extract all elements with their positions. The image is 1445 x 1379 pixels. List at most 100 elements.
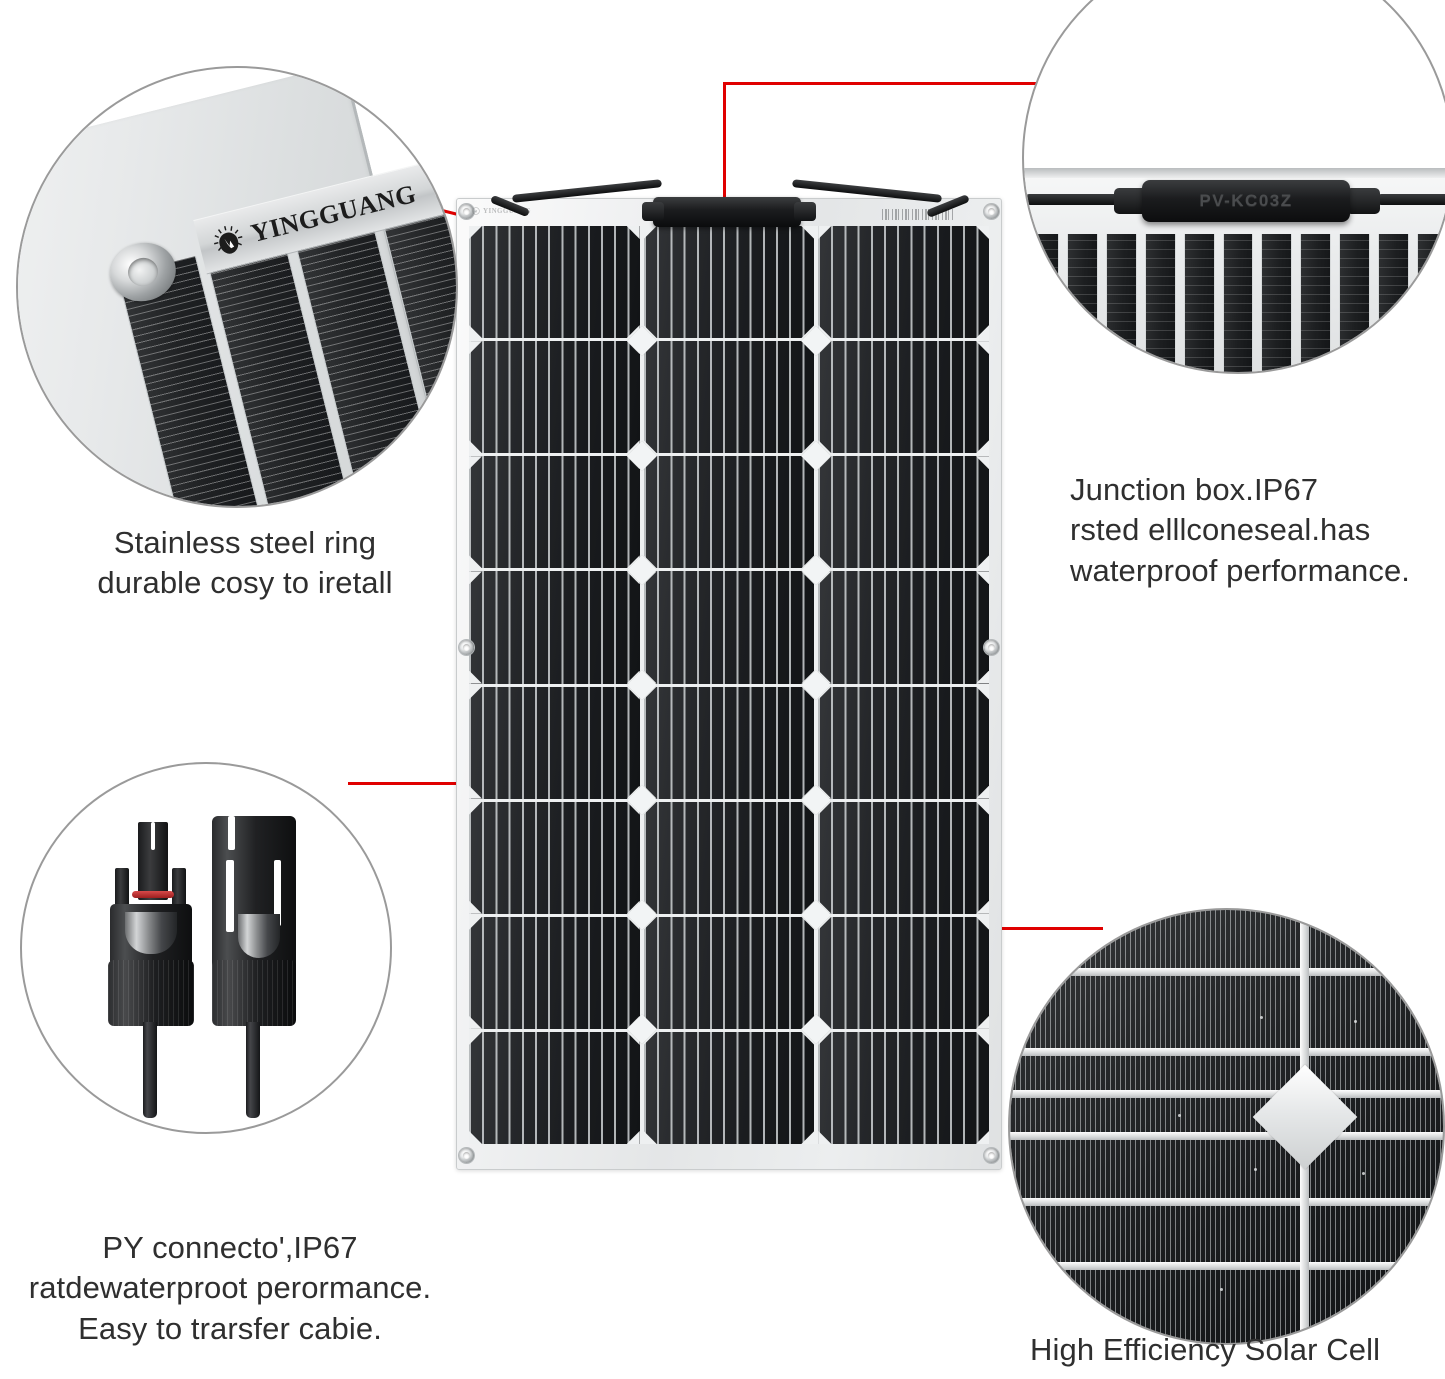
leader-line-mc4-connector [348, 782, 462, 785]
junction-box-gland-right-closeup [1346, 188, 1380, 214]
cell-chamfer [469, 456, 482, 470]
cell-chamfer [976, 440, 990, 454]
mc4-female-slot-left [226, 860, 234, 932]
cell-chamfer [469, 670, 482, 684]
grommet-mid-left [459, 640, 474, 655]
cell-chamfer [469, 785, 482, 799]
mc4-female-metal-collar [238, 914, 280, 958]
panel-cell [469, 456, 640, 569]
cell-chamfer [818, 1131, 832, 1144]
cell-busbar-h5 [1010, 1198, 1443, 1206]
cell-chamfer [469, 1015, 482, 1029]
cell-column-closeup [1028, 234, 1059, 372]
panel-cell-row [469, 683, 990, 799]
panel-cell [469, 341, 640, 454]
detail-photo-solar-cell [1010, 910, 1443, 1343]
panel-cell-row [469, 798, 990, 914]
cell-column-closeup [1105, 234, 1137, 372]
panel-cell [639, 686, 815, 799]
cell-chamfer [976, 785, 990, 799]
cell-busbar-h2 [1010, 1048, 1443, 1056]
panel-cell [639, 226, 815, 339]
cell-chamfer [976, 226, 990, 239]
cell-chamfer [469, 1131, 482, 1144]
cell-chamfer [469, 440, 482, 454]
panel-cell [814, 916, 990, 1029]
cell-busbar-h4 [1010, 1132, 1443, 1140]
cell-busbar-h6 [1010, 1262, 1443, 1270]
mc4-male-metal-collar [125, 912, 177, 954]
cell-chamfer [469, 555, 482, 569]
grommet-bottom-left [459, 1148, 474, 1163]
panel-barcode [882, 209, 954, 220]
cell-busbar-h3 [1010, 1090, 1443, 1098]
mc4-female-slot-right [274, 860, 281, 926]
panel-cell [814, 686, 990, 799]
caption-solar-cell: High Efficiency Solar Cell [1030, 1332, 1381, 1367]
cell-chamfer [976, 801, 990, 815]
cell-chamfer [976, 456, 990, 470]
cell-chamfer [643, 226, 657, 239]
cell-chamfer [818, 226, 832, 239]
cell-speck [1254, 1168, 1257, 1171]
detail-photo-mc4-connector [22, 764, 390, 1132]
detail-circle-mc4-connector [20, 762, 392, 1134]
cell-chamfer [643, 1131, 657, 1144]
grommet-top-left [459, 204, 474, 219]
mc4-female-cable [246, 1022, 260, 1118]
junction-box [653, 197, 801, 227]
panel-cell [469, 226, 640, 339]
cell-chamfer [976, 341, 990, 355]
panel-cell [469, 1031, 640, 1144]
cell-column-closeup [1144, 234, 1176, 372]
cell-column-closeup [1066, 234, 1098, 372]
leader-line-junction-box-horizontal [723, 82, 1059, 85]
junction-box-cable-left [1024, 194, 1119, 205]
caption-mc4-connector: PY connecto',IP67 ratdewaterproot perorm… [28, 1230, 432, 1346]
panel-cell [639, 456, 815, 569]
brand-label-strip: YINGGUANG [193, 153, 456, 275]
panel-cell-matrix [469, 226, 990, 1144]
panel-cell-row [469, 568, 990, 684]
panel-brand-logo: YINGGUANG [472, 207, 531, 215]
cell-chamfer [469, 325, 482, 339]
panel-cell [469, 801, 640, 914]
panel-cell [639, 1031, 815, 1144]
cell-column-closeup [1222, 234, 1254, 372]
cell-chamfer [976, 900, 990, 914]
cell-chamfer [801, 226, 815, 239]
junction-box-cable-right [1376, 194, 1445, 205]
grommet-bottom-right [984, 1148, 999, 1163]
panel-cell-row [469, 453, 990, 569]
solar-panel-product-image: YINGGUANG [456, 179, 1002, 1170]
panel-cell [814, 341, 990, 454]
mc4-male-cap-nut [108, 960, 194, 1026]
cell-chamfer [976, 686, 990, 700]
cell-chamfer [469, 226, 482, 239]
cell-chamfer [469, 916, 482, 930]
cell-chamfer [976, 916, 990, 930]
panel-cell [639, 916, 815, 1029]
cell-chamfer [626, 226, 640, 239]
cell-speck [1220, 1288, 1223, 1291]
mc4-male-cable [143, 1022, 157, 1118]
cell-surface-macro [1010, 910, 1443, 1343]
cell-chamfer [976, 1015, 990, 1029]
panel-brand-text: YINGGUANG [483, 207, 531, 215]
cell-chamfer [801, 1131, 815, 1144]
mc4-polarity-band [132, 891, 174, 898]
cells-under-junction-box [1024, 234, 1445, 372]
mc4-female-slot-top [228, 816, 235, 850]
panel-cell [814, 226, 990, 339]
detail-photo-stainless-ring: YINGGUANG [18, 68, 456, 506]
panel-cell-row [469, 226, 990, 339]
panel-cell-row [469, 338, 990, 454]
cell-speck [1260, 1016, 1263, 1019]
caption-stainless-ring: Stainless steel ring durable cosy to ire… [97, 525, 393, 601]
cell-column-closeup [1417, 234, 1445, 372]
panel-cell-row [469, 1028, 990, 1144]
panel-cell [639, 341, 815, 454]
detail-circle-solar-cell [1008, 908, 1445, 1345]
cell-column-closeup [1261, 234, 1293, 372]
